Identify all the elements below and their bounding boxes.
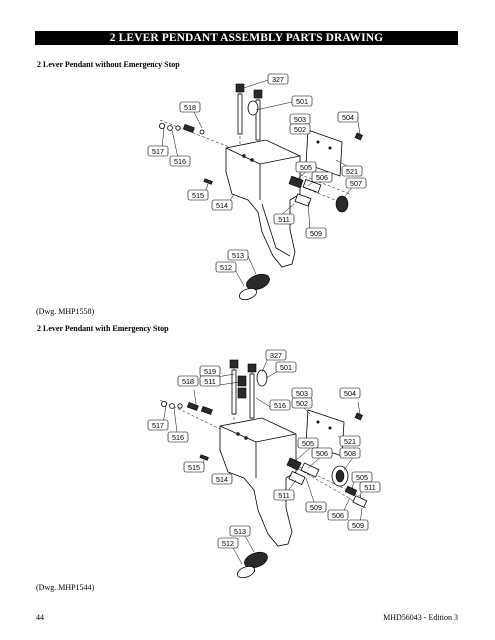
callout-505: 505 — [297, 437, 319, 449]
svg-text:504: 504 — [342, 113, 354, 122]
callout-511-right: 511 — [359, 481, 381, 493]
svg-text:506: 506 — [316, 173, 328, 182]
svg-text:517: 517 — [152, 147, 164, 156]
callout-501: 501 — [291, 95, 313, 107]
callout-505-right: 505 — [351, 471, 373, 483]
svg-text:514: 514 — [216, 475, 228, 484]
svg-text:509: 509 — [310, 503, 322, 512]
svg-text:521: 521 — [344, 437, 356, 446]
callout-508: 508 — [339, 447, 361, 459]
callout-521: 521 — [339, 435, 361, 447]
callout-517: 517 — [147, 419, 169, 431]
svg-text:501: 501 — [280, 363, 292, 372]
callout-517: 517 — [147, 145, 169, 157]
svg-text:504: 504 — [344, 389, 356, 398]
callout-503: 503 — [289, 113, 311, 125]
drawing-with-estop: 327 501 519 511 518 516 503 502 504 517 … — [140, 348, 400, 580]
svg-text:517: 517 — [152, 421, 164, 430]
callout-327: 327 — [267, 73, 289, 85]
callout-514: 514 — [211, 473, 233, 485]
svg-text:501: 501 — [296, 97, 308, 106]
callout-515: 515 — [187, 189, 209, 201]
svg-text:511: 511 — [204, 377, 215, 386]
svg-text:503: 503 — [296, 389, 308, 398]
callout-516-top: 516 — [269, 399, 291, 411]
callout-515: 515 — [183, 461, 205, 473]
callout-509: 509 — [305, 227, 327, 239]
svg-text:505: 505 — [356, 473, 368, 482]
svg-text:519: 519 — [204, 367, 216, 376]
callout-512: 512 — [215, 261, 237, 273]
callout-513: 513 — [229, 525, 251, 537]
callout-504: 504 — [339, 387, 361, 399]
svg-text:521: 521 — [346, 167, 358, 176]
svg-text:509: 509 — [352, 521, 364, 530]
svg-text:513: 513 — [234, 527, 246, 536]
callout-506-right: 506 — [327, 509, 349, 521]
section-title-without-estop: 2 Lever Pendant without Emergency Stop — [37, 60, 180, 69]
svg-text:516: 516 — [174, 157, 186, 166]
callout-506: 506 — [311, 447, 333, 459]
pendant-drawing-2: 327 501 519 511 518 516 503 502 504 517 … — [147, 349, 381, 579]
drawing-number-1: (Dwg. MHP1558) — [36, 307, 95, 316]
svg-text:327: 327 — [270, 351, 282, 360]
svg-text:518: 518 — [184, 103, 196, 112]
callout-513: 513 — [227, 249, 249, 261]
svg-text:512: 512 — [222, 539, 234, 548]
svg-text:505: 505 — [300, 163, 312, 172]
callout-516: 516 — [169, 155, 191, 167]
callout-502: 502 — [289, 123, 311, 135]
callout-504: 504 — [337, 111, 359, 123]
svg-text:502: 502 — [294, 125, 306, 134]
callout-511: 511 — [273, 213, 295, 225]
svg-text:511: 511 — [278, 491, 289, 500]
callout-505: 505 — [295, 161, 317, 173]
svg-text:508: 508 — [344, 449, 356, 458]
callout-511-top: 511 — [199, 375, 221, 387]
svg-text:511: 511 — [278, 215, 289, 224]
svg-text:507: 507 — [350, 179, 362, 188]
svg-text:505: 505 — [302, 439, 314, 448]
svg-text:512: 512 — [220, 263, 232, 272]
svg-text:506: 506 — [316, 449, 328, 458]
svg-text:518: 518 — [182, 377, 194, 386]
callout-506: 506 — [311, 171, 333, 183]
svg-text:503: 503 — [294, 115, 306, 124]
svg-text:516: 516 — [172, 433, 184, 442]
svg-text:515: 515 — [192, 191, 204, 200]
svg-text:516: 516 — [274, 401, 286, 410]
svg-text:515: 515 — [188, 463, 200, 472]
callout-501: 501 — [275, 361, 297, 373]
pendant-drawing-1: 327 501 518 503 502 504 517 516 505 506 … — [147, 73, 367, 301]
callout-509-right: 509 — [347, 519, 369, 531]
callout-507: 507 — [345, 177, 367, 189]
edition-label: MHD56043 - Edition 3 — [383, 613, 458, 622]
callout-516: 516 — [167, 431, 189, 443]
callout-327: 327 — [265, 349, 287, 361]
callout-503: 503 — [291, 387, 313, 399]
callout-512: 512 — [217, 537, 239, 549]
drawing-number-2: (Dwg. MHP1544) — [36, 583, 95, 592]
callout-518: 518 — [179, 101, 201, 113]
callout-521: 521 — [341, 165, 363, 177]
svg-text:511: 511 — [364, 483, 375, 492]
page-number: 44 — [36, 613, 44, 622]
callout-514: 514 — [211, 199, 233, 211]
svg-text:514: 514 — [216, 201, 228, 210]
drawing-without-estop: 327 501 518 503 502 504 517 516 505 506 … — [140, 72, 400, 302]
section-title-with-estop: 2 Lever Pendant with Emergency Stop — [37, 324, 169, 333]
svg-text:509: 509 — [310, 229, 322, 238]
svg-text:513: 513 — [232, 251, 244, 260]
callout-519: 519 — [199, 365, 221, 377]
callout-502: 502 — [291, 397, 313, 409]
callout-511: 511 — [273, 489, 295, 501]
callout-509: 509 — [305, 501, 327, 513]
svg-text:327: 327 — [272, 75, 284, 84]
callout-518: 518 — [177, 375, 199, 387]
svg-text:502: 502 — [296, 399, 308, 408]
page-title: 2 LEVER PENDANT ASSEMBLY PARTS DRAWING — [35, 31, 458, 45]
svg-text:506: 506 — [332, 511, 344, 520]
